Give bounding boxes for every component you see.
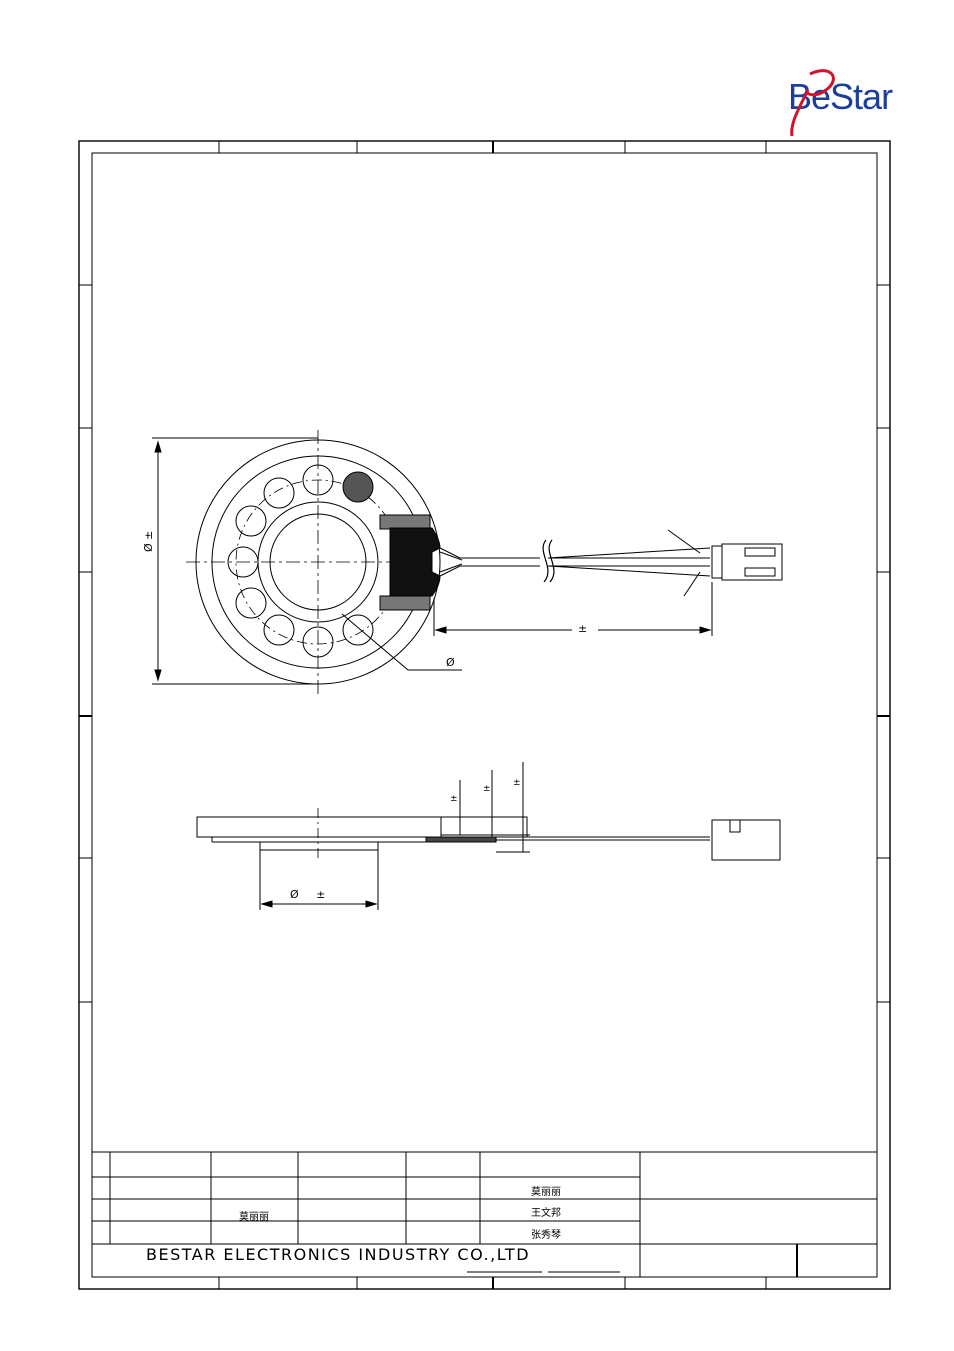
thickness-1-label: ± <box>450 794 458 804</box>
drawn-by-signature: 莫丽丽 <box>531 1187 561 1198</box>
thickness-3-label: ± <box>513 778 521 788</box>
thickness-2-label: ± <box>483 784 491 794</box>
designer-signature: 莫丽丽 <box>239 1212 269 1223</box>
base-diameter-label: Ø ± <box>290 888 326 901</box>
checked-by-signature: 王文邦 <box>531 1208 561 1219</box>
cable-length-label: ± <box>578 622 588 635</box>
approved-by-signature: 张秀琴 <box>531 1230 561 1241</box>
side-view <box>196 762 781 910</box>
outer-diameter-label: Ø ± <box>142 530 155 552</box>
top-view <box>152 430 783 695</box>
logo-swirl-icon <box>790 69 835 137</box>
company-name: BESTAR ELECTRONICS INDUSTRY CO.,LTD <box>146 1245 531 1264</box>
inner-diameter-label: Ø <box>446 656 455 669</box>
